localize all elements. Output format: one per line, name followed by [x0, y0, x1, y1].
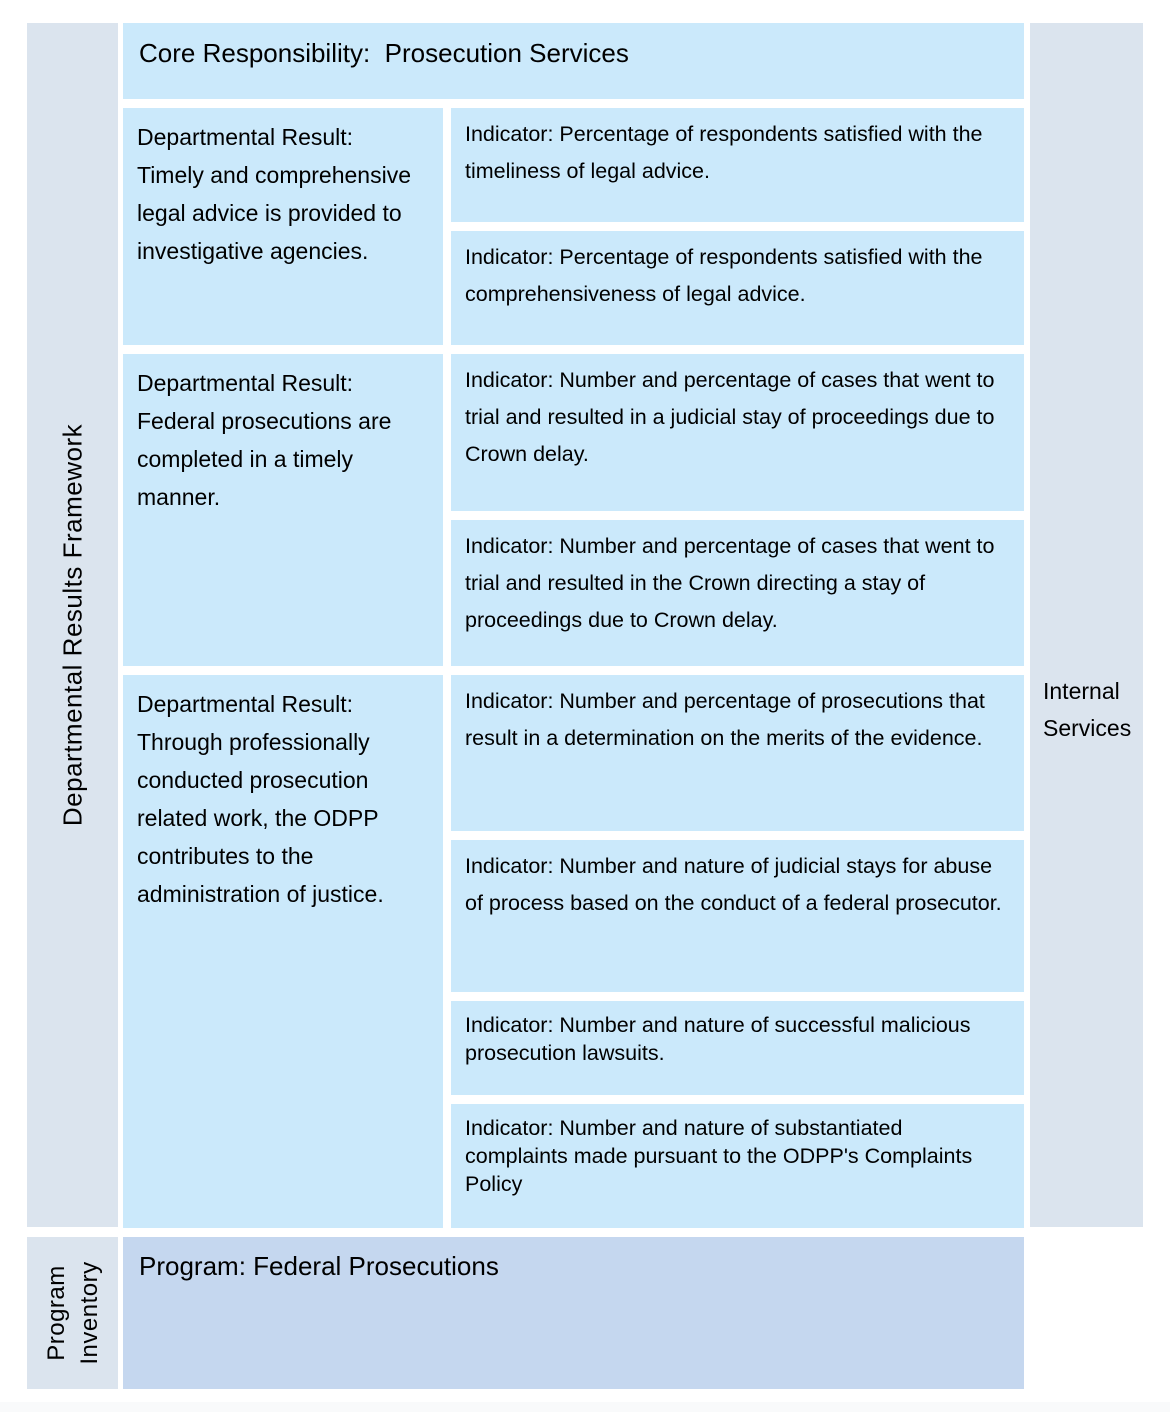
drf-rail: Departmental Results Framework [27, 23, 118, 1227]
departmental-result-3-label: Departmental Result: [137, 691, 354, 717]
departmental-result-2: Departmental Result: Federal prosecution… [123, 354, 443, 666]
departmental-result-2-text: Federal prosecutions are completed in a … [137, 408, 392, 510]
indicator-7: Indicator: Number and nature of successf… [451, 1001, 1024, 1095]
departmental-result-1-label: Departmental Result: [137, 124, 354, 150]
internal-services-label: Internal Services [1043, 678, 1132, 741]
program-inventory-rail-label: Program Inventory [40, 1261, 106, 1364]
indicator-column-2: Indicator: Number and percentage of case… [451, 354, 1024, 666]
departmental-result-3: Departmental Result: Through professiona… [123, 675, 443, 1228]
indicator-4: Indicator: Number and percentage of case… [451, 520, 1024, 666]
page-bottom-strip [0, 1402, 1170, 1412]
indicator-8: Indicator: Number and nature of substant… [451, 1104, 1024, 1228]
core-responsibility-header: Core Responsibility: Prosecution Service… [123, 23, 1024, 99]
indicator-1: Indicator: Percentage of respondents sat… [451, 108, 1024, 222]
drf-rail-label: Departmental Results Framework [57, 423, 87, 827]
indicator-3: Indicator: Number and percentage of case… [451, 354, 1024, 511]
indicator-6: Indicator: Number and nature of judicial… [451, 840, 1024, 992]
departmental-result-3-text: Through professionally conducted prosecu… [137, 729, 384, 907]
departmental-result-2-label: Departmental Result: [137, 370, 354, 396]
framework-main-column: Core Responsibility: Prosecution Service… [123, 23, 1024, 1228]
indicator-column-1: Indicator: Percentage of respondents sat… [451, 108, 1024, 345]
result-row-3: Departmental Result: Through professiona… [123, 675, 1024, 1228]
departmental-result-1-text: Timely and comprehensive legal advice is… [137, 162, 411, 264]
program-inventory-label-line1: Program [42, 1265, 70, 1361]
program-inventory-rail: Program Inventory [27, 1237, 118, 1389]
indicator-5: Indicator: Number and percentage of pros… [451, 675, 1024, 831]
program-inventory-band: Program Inventory Program: Federal Prose… [27, 1237, 1024, 1389]
program-federal-prosecutions-box: Program: Federal Prosecutions [123, 1237, 1024, 1389]
result-row-1: Departmental Result: Timely and comprehe… [123, 108, 1024, 345]
departmental-result-1: Departmental Result: Timely and comprehe… [123, 108, 443, 345]
framework-diagram: Departmental Results Framework Core Resp… [27, 23, 1143, 1228]
program-inventory-label-line2: Inventory [75, 1261, 103, 1365]
indicator-column-3: Indicator: Number and percentage of pros… [451, 675, 1024, 1228]
result-row-2: Departmental Result: Federal prosecution… [123, 354, 1024, 666]
internal-services-column: Internal Services [1030, 23, 1143, 1227]
indicator-2: Indicator: Percentage of respondents sat… [451, 231, 1024, 345]
